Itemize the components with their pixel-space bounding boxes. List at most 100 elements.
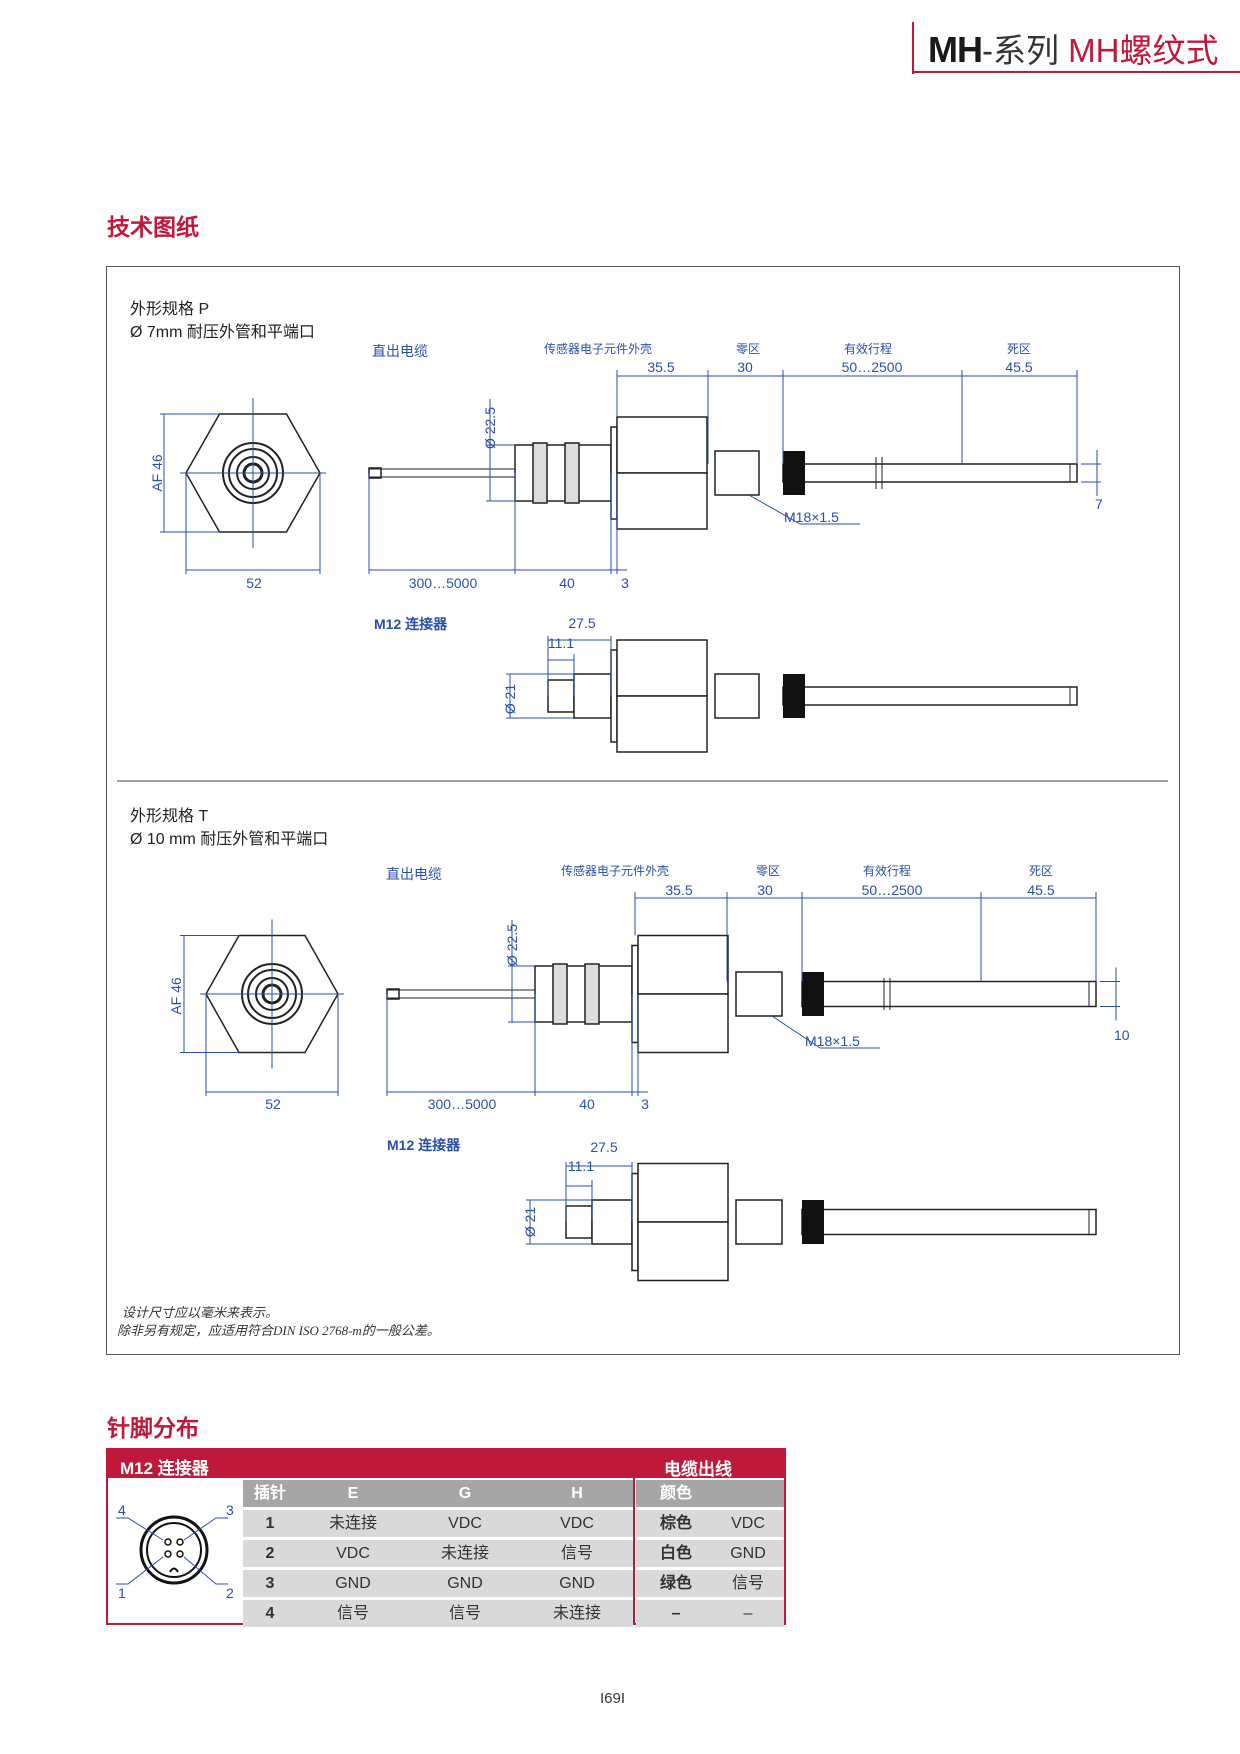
dim-flange: 3	[641, 1096, 649, 1112]
header-rule-vertical	[912, 22, 914, 74]
header-row-bg	[636, 1480, 784, 1507]
dim-housing: 35.5	[647, 359, 674, 375]
drawing-variant-t: 外形规格 T Ø 10 mm 耐压外管和平端口 直出电缆 传感器电子元件外壳 零…	[130, 807, 1130, 1282]
pin-3	[176, 1538, 184, 1546]
cable-gland	[514, 444, 612, 502]
cell-e: 信号	[336, 1605, 369, 1622]
thread-m18	[735, 1199, 783, 1245]
col-header-pin: 插针	[253, 1485, 286, 1502]
m12-label: M12 连接器	[374, 616, 448, 632]
technical-drawing-frame	[106, 266, 1180, 1355]
header-row-bg	[243, 1480, 633, 1507]
dim-hex-width: 52	[265, 1096, 281, 1112]
variant-p-title: 外形规格 P	[130, 300, 209, 318]
table-row-bg	[636, 1510, 784, 1537]
cell-h: 未连接	[552, 1605, 601, 1622]
col-header-h: H	[571, 1485, 583, 1502]
technical-drawings: 外形规格 P Ø 7mm 耐压外管和平端口 直出电缆 传感器电子元件外壳 零区 …	[117, 300, 1168, 1282]
hex-body-upper	[616, 416, 708, 474]
connector-outer-ring	[139, 1515, 209, 1585]
cell-pin: 2	[265, 1545, 275, 1562]
connector-header: M12 连接器	[120, 1459, 209, 1478]
connector-inner-ring	[146, 1522, 202, 1578]
cable-label: 直出电缆	[386, 866, 442, 882]
dim-gland-length: 40	[559, 575, 575, 591]
cable-label: 直出电缆	[372, 343, 428, 359]
flange	[610, 426, 618, 520]
col-header-color: 颜色	[659, 1485, 692, 1502]
cell-h: 信号	[560, 1545, 593, 1562]
m12-plug	[565, 1205, 593, 1239]
cell-pin: 1	[265, 1515, 275, 1532]
header-rule-horizontal	[912, 71, 1240, 73]
dim-stroke: 50…2500	[862, 882, 923, 898]
dim-housing: 35.5	[665, 882, 692, 898]
thread-m18	[714, 673, 760, 719]
note-units: 设计尺寸应以毫米来表示。	[122, 1305, 279, 1320]
gland-nut	[564, 442, 580, 504]
cell-g: 未连接	[440, 1545, 489, 1562]
m12-plug	[547, 679, 575, 713]
position-magnet	[802, 972, 824, 1016]
pin-label-3: 3	[226, 1502, 234, 1518]
stroke-label: 有效行程	[863, 863, 911, 878]
pin-2	[176, 1550, 184, 1558]
m12-pin-diagram: 4 3 1 2	[116, 1502, 234, 1601]
rod	[782, 686, 1078, 706]
leader-2	[183, 1556, 228, 1585]
thread-m18	[714, 450, 760, 496]
variant-p-subtitle: Ø 7mm 耐压外管和平端口	[130, 323, 315, 341]
housing-label: 传感器电子元件外壳	[561, 863, 669, 878]
series-suffix: -系列	[982, 32, 1069, 69]
dim-m12-plug: 11.1	[548, 635, 574, 651]
dead-zone-label: 死区	[1029, 864, 1053, 878]
cable-header: 电缆出线	[664, 1460, 732, 1479]
pin-4	[164, 1538, 172, 1546]
cell-wire-color: 棕色	[659, 1515, 692, 1532]
cell-wire-signal: –	[743, 1605, 753, 1622]
cell-h: GND	[559, 1575, 595, 1592]
cell-wire-color: 绿色	[659, 1575, 692, 1592]
cell-wire-color: 白色	[659, 1545, 692, 1562]
m12-label: M12 连接器	[387, 1137, 461, 1153]
stroke-label: 有效行程	[844, 341, 892, 356]
cell-e: 未连接	[328, 1515, 377, 1532]
gland-nut	[552, 963, 568, 1025]
cable-gland	[534, 965, 633, 1023]
thread-label: M18×1.5	[784, 509, 839, 525]
rod	[801, 1208, 1097, 1236]
rod	[801, 980, 1097, 1008]
hex-body-upper	[616, 639, 708, 697]
cable-column-divider	[633, 1478, 635, 1623]
flange	[631, 944, 639, 1044]
gland-nut	[532, 442, 548, 504]
hex-body-lower	[616, 472, 708, 530]
table-row-bg	[243, 1540, 633, 1567]
housing-label: 传感器电子元件外壳	[544, 341, 652, 356]
pin-1	[164, 1550, 172, 1558]
hex-body-lower	[637, 1221, 729, 1282]
pin-label-1: 1	[118, 1585, 126, 1601]
table-row-bg	[243, 1600, 633, 1627]
table-row-bg	[636, 1600, 784, 1627]
variant-t-title: 外形规格 T	[130, 807, 208, 825]
m12-nut	[591, 1199, 633, 1245]
table-row-bg	[243, 1570, 633, 1597]
dead-zone-label: 死区	[1007, 342, 1031, 356]
dim-rod-diameter: 10	[1114, 1027, 1130, 1043]
flange	[631, 1172, 639, 1272]
dim-cable-length: 300…5000	[409, 575, 478, 591]
m12-nut	[573, 673, 612, 719]
dim-null-zone: 30	[737, 359, 753, 375]
dim-cable-length: 300…5000	[428, 1096, 497, 1112]
table-row-bg	[243, 1510, 633, 1537]
hex-body-upper	[637, 934, 729, 995]
dim-null-zone: 30	[757, 882, 773, 898]
series-name: MH	[928, 29, 983, 70]
pin-label-4: 4	[118, 1502, 126, 1518]
dim-rod-diameter: 7	[1095, 496, 1103, 512]
null-zone-label: 零区	[756, 864, 780, 878]
cell-e: VDC	[336, 1545, 370, 1562]
cell-pin: 3	[265, 1575, 275, 1592]
